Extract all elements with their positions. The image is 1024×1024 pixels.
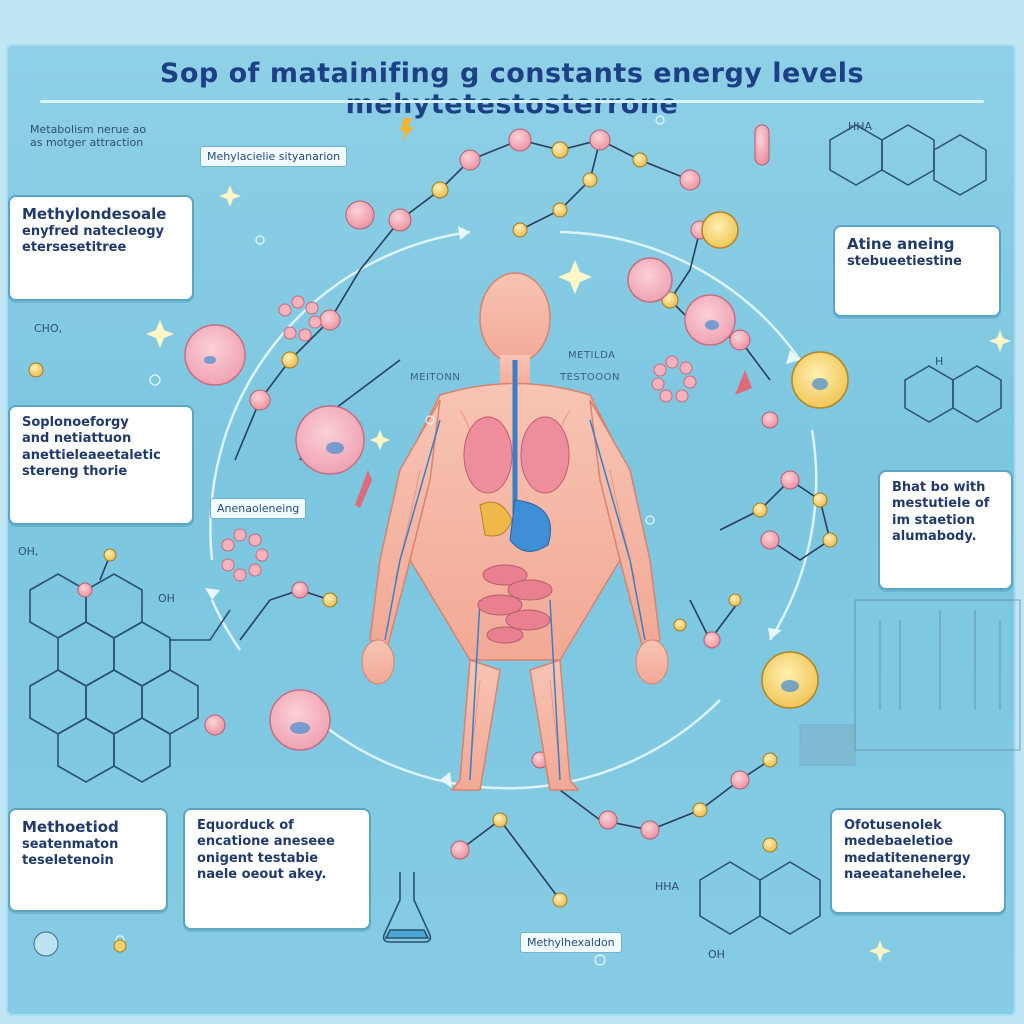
callout-left-2-line-4: stereng thorie bbox=[22, 463, 128, 479]
arrow-icon bbox=[355, 370, 752, 508]
chem-label-left-oh: OH bbox=[158, 592, 175, 605]
callout-left-3-line-1: Methoetiod bbox=[22, 818, 119, 836]
sparkle-icon bbox=[146, 185, 1011, 962]
callout-bottom-mid-line-2: encatione aneseee bbox=[197, 834, 335, 850]
callout-right-3-line-1: Ofotusenolek bbox=[844, 818, 942, 833]
top-note-line-2: as motger attraction bbox=[30, 136, 144, 149]
callout-right-2-line-3: im staetion bbox=[892, 512, 975, 528]
body-label-right-1: METILDA bbox=[568, 350, 616, 361]
tag-top: Mehylacielie sityanarion bbox=[200, 146, 348, 167]
callout-right-2-line-4: alumabody. bbox=[892, 528, 977, 544]
chem-label-tr: HHA bbox=[848, 120, 873, 133]
callout-left-3: Methoetiod seatenmaton teseletenoin bbox=[8, 808, 168, 912]
body-label-right-2: TESTOOON bbox=[560, 372, 620, 383]
chem-label-right: H bbox=[935, 355, 944, 368]
lightning-icon bbox=[400, 118, 414, 141]
callout-right-3-line-3: medatitenenergy bbox=[844, 850, 971, 866]
cycle-arrowheads bbox=[205, 226, 800, 788]
callout-left-3-line-2: seatenmaton bbox=[22, 836, 119, 852]
decor-icons-bottom-left bbox=[33, 931, 127, 957]
body-label-left: MEITONN bbox=[410, 372, 461, 383]
callout-right-2-line-2: mestutiele of bbox=[892, 496, 990, 512]
callout-bottom-mid-line-4: naele oeout akey. bbox=[197, 866, 327, 882]
callout-left-1-line-2: enyfred natecleogy bbox=[22, 223, 165, 239]
chem-label-left: OH, bbox=[18, 545, 39, 558]
callout-right-1-line-1: Atine aneing bbox=[847, 235, 955, 253]
atoms-pink bbox=[77, 128, 800, 860]
callout-right-3: Ofotusenolek medebaeletioe medatitenener… bbox=[830, 808, 1006, 914]
top-note: Metabolism nerue ao as motger attraction bbox=[30, 123, 146, 149]
callout-right-3-line-4: naeeatanehelee. bbox=[844, 866, 967, 882]
callout-bottom-mid-line-1: Equorduck of bbox=[197, 818, 294, 833]
beaded-rings bbox=[221, 295, 697, 582]
atoms-yellow bbox=[28, 141, 838, 908]
tag-middle-left: Anenaoleneing bbox=[210, 498, 307, 519]
callout-left-2-line-1: Soplonoeforgy bbox=[22, 415, 129, 430]
page-title: Sop of matainifing g constants energy le… bbox=[159, 58, 865, 120]
callout-left-1: Methylondesoale enyfred natecleogy eters… bbox=[8, 195, 194, 301]
callout-left-1-line-1: Methylondesoale bbox=[22, 205, 167, 223]
cell-blobs bbox=[184, 211, 849, 751]
cell-details bbox=[204, 320, 828, 734]
callout-right-2-line-1: Bhat bo with bbox=[892, 480, 986, 495]
callout-right-1: Atine aneing stebueetiestine bbox=[833, 225, 1001, 317]
chem-label-tl: CHO, bbox=[34, 322, 63, 335]
chain-top-right bbox=[754, 124, 770, 166]
callout-bottom-mid: Equorduck of encatione aneseee onigent t… bbox=[183, 808, 371, 930]
human-figure bbox=[361, 272, 669, 791]
title-underline bbox=[40, 100, 984, 103]
callout-right-2: Bhat bo with mestutiele of im staetion a… bbox=[878, 470, 1013, 590]
callout-left-2-line-2: and netiattuon bbox=[22, 431, 132, 447]
tag-bottom: Methylhexaldon bbox=[520, 932, 622, 953]
cycle-arrows bbox=[209, 230, 818, 790]
flask-icon bbox=[382, 872, 432, 943]
callout-left-2: Soplonoeforgy and netiattuon anettieleae… bbox=[8, 405, 194, 525]
callout-bottom-mid-line-3: onigent testabie bbox=[197, 850, 319, 866]
callout-left-1-line-3: etersesetitree bbox=[22, 240, 127, 255]
hexagon-structure-left bbox=[29, 573, 231, 783]
chem-label-bottom-oh: OH bbox=[708, 948, 725, 961]
top-note-line-1: Metabolism nerue ao bbox=[30, 123, 147, 136]
callout-right-3-line-2: medebaeletioe bbox=[844, 834, 954, 850]
callout-left-3-line-3: teseletenoin bbox=[22, 853, 114, 868]
callout-right-1-line-2: stebueetiestine bbox=[847, 253, 962, 269]
hexagon-structure-right bbox=[699, 124, 1002, 935]
callout-left-2-line-3: anettieleaeetaletic bbox=[22, 447, 161, 463]
gym-silhouettes bbox=[799, 599, 1021, 766]
chem-label-bottom: HHA bbox=[655, 880, 680, 893]
